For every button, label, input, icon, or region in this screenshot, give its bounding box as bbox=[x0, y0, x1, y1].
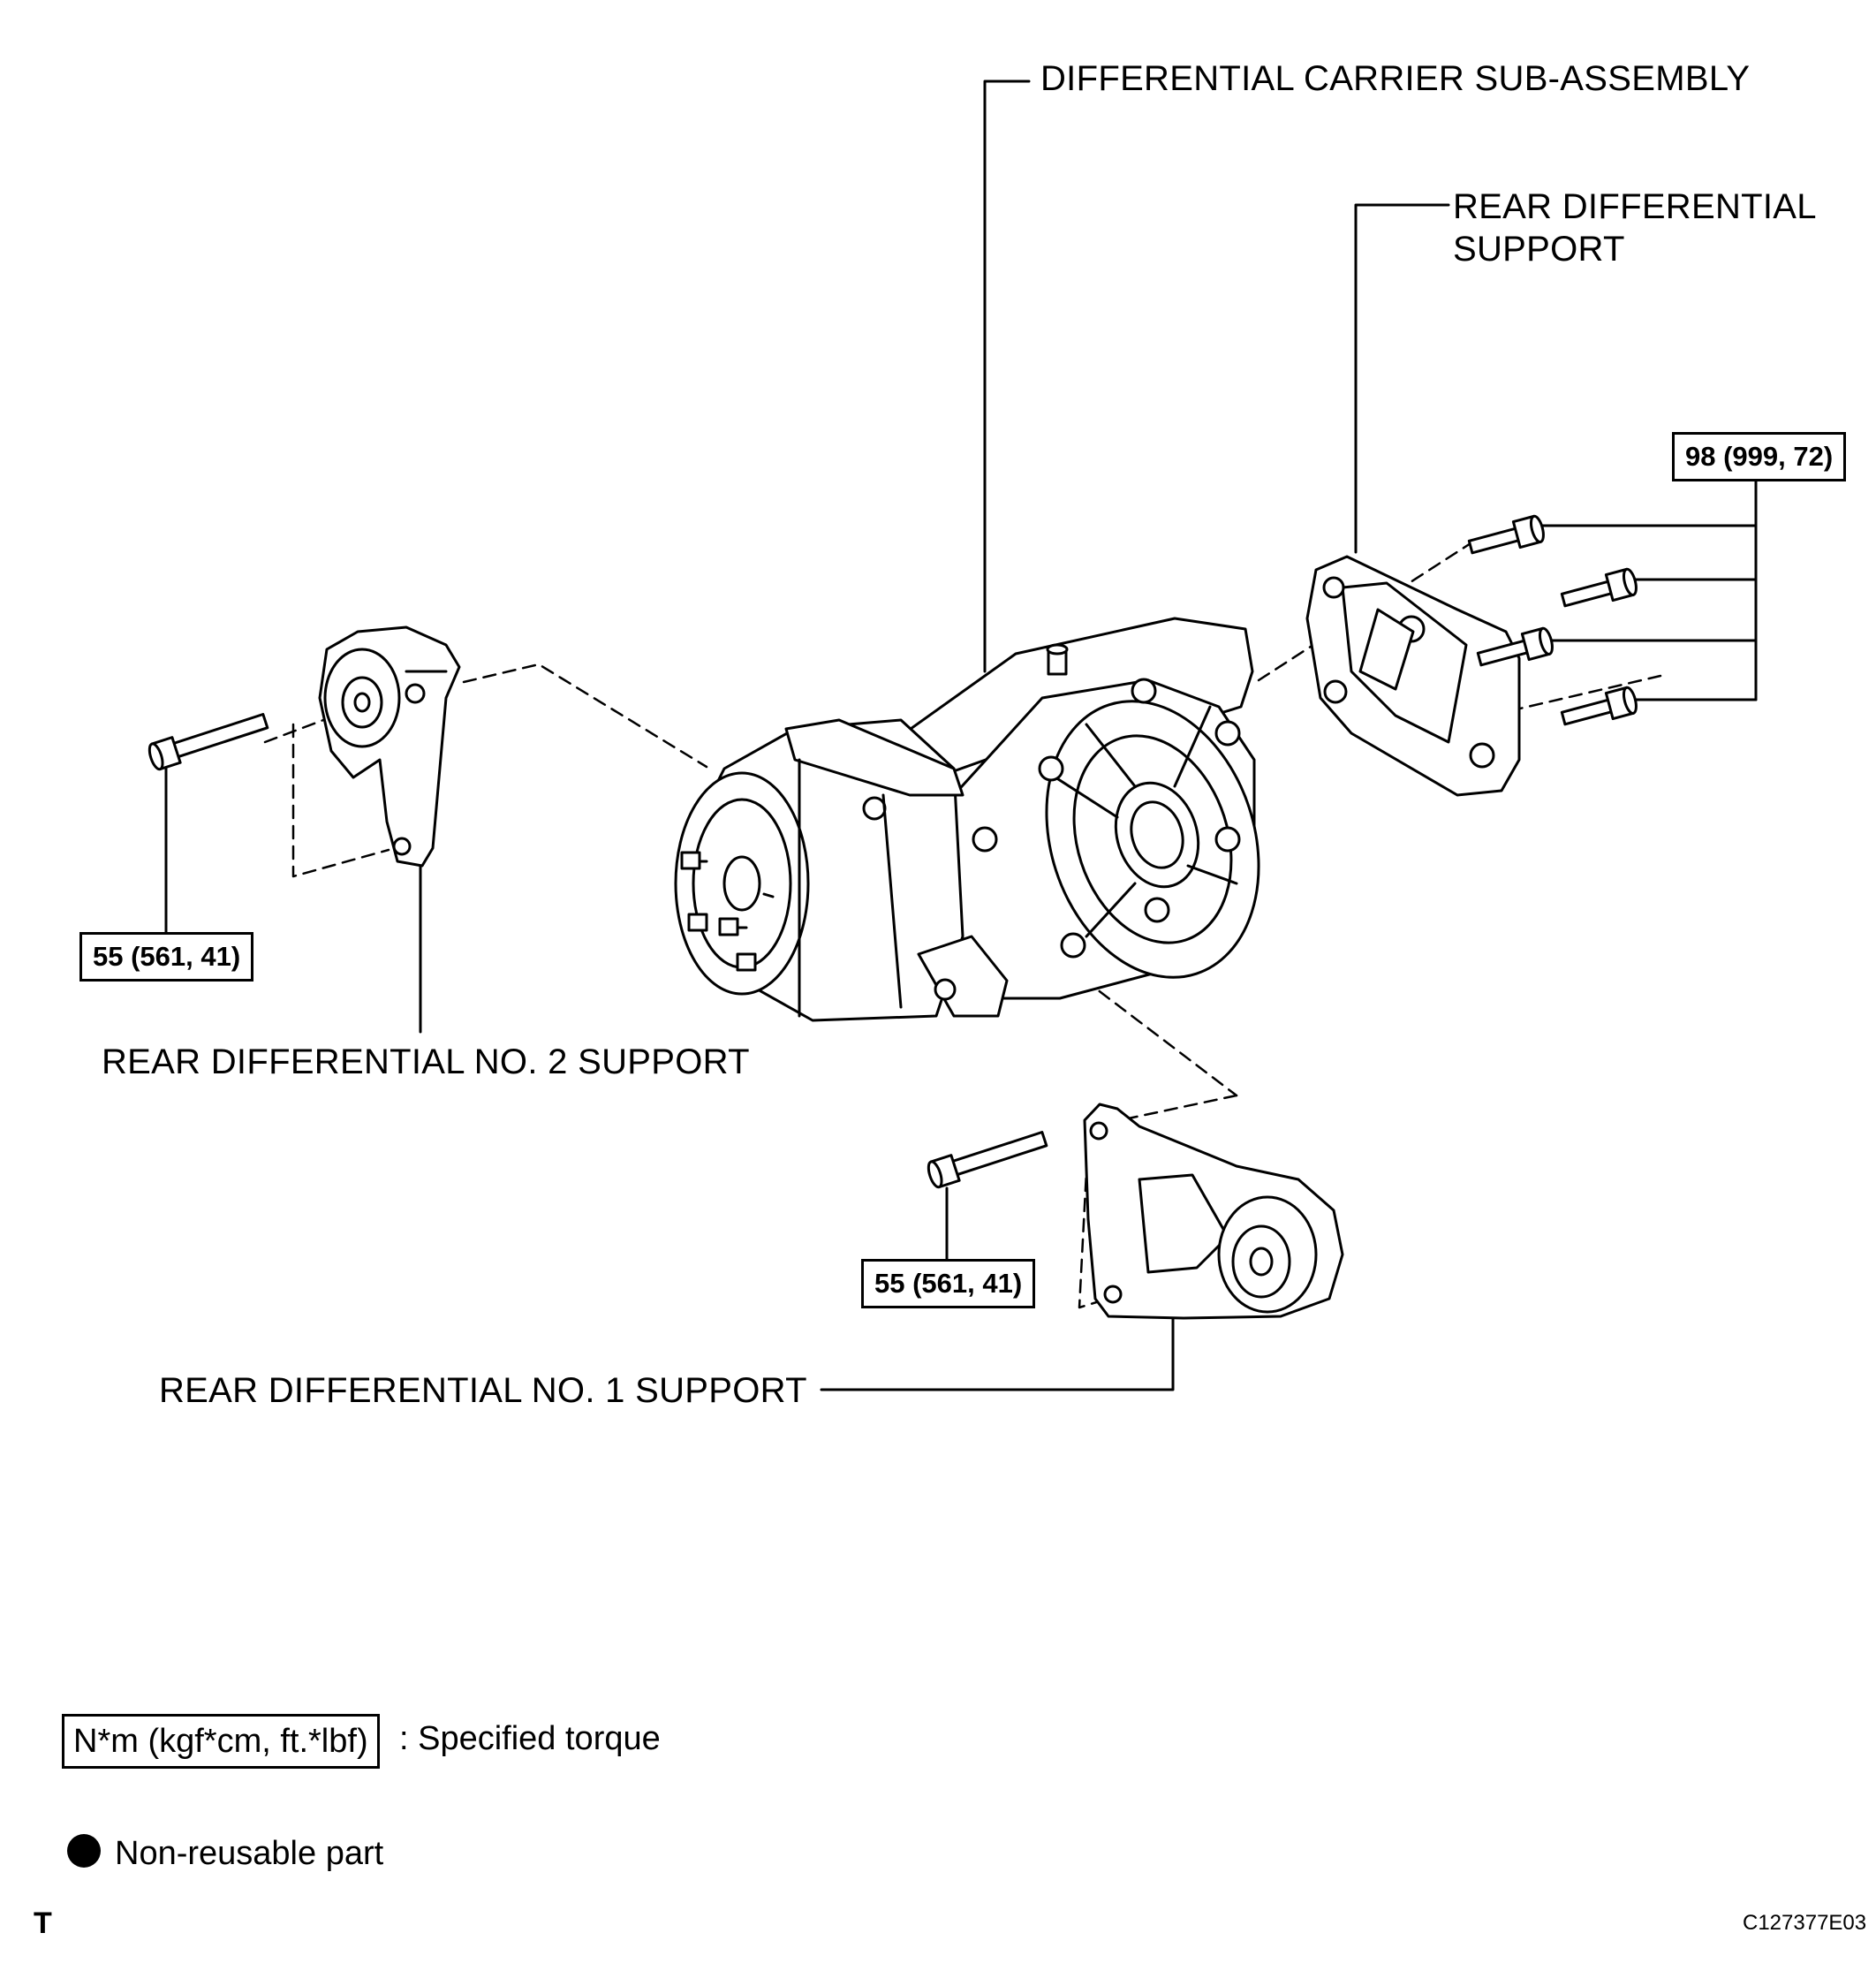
rear-differential-no1-support bbox=[1083, 1103, 1344, 1320]
torque-no2-support: 55 (561, 41) bbox=[79, 932, 254, 982]
rear-differential-support bbox=[1305, 555, 1521, 797]
torque-rear-support: 98 (999, 72) bbox=[1672, 432, 1847, 481]
no1-support-bolt bbox=[927, 1131, 1048, 1189]
label-differential-carrier: DIFFERENTIAL CARRIER SUB-ASSEMBLY bbox=[1040, 59, 1751, 98]
rear-support-bolts bbox=[1467, 514, 1638, 726]
differential-carrier bbox=[674, 617, 1260, 1022]
corner-letter: T bbox=[34, 1906, 52, 1940]
figure-id: C127377E03 bbox=[1743, 1911, 1867, 1935]
legend-non-reusable: Non-reusable part bbox=[115, 1835, 384, 1872]
legend-torque-desc: : Specified torque bbox=[399, 1720, 661, 1757]
no2-support-bolt bbox=[148, 713, 269, 771]
label-rear-support-line2: SUPPORT bbox=[1453, 230, 1625, 269]
torque-no1-support: 55 (561, 41) bbox=[861, 1259, 1036, 1308]
rear-differential-no2-support bbox=[318, 625, 461, 868]
non-reusable-dot-icon bbox=[67, 1834, 101, 1868]
label-no1-support: REAR DIFFERENTIAL NO. 1 SUPPORT bbox=[159, 1371, 807, 1410]
label-rear-support-line1: REAR DIFFERENTIAL bbox=[1453, 187, 1817, 226]
leader-lines bbox=[164, 80, 1758, 1391]
legend-torque-units: N*m (kgf*cm, ft.*lbf) bbox=[62, 1714, 380, 1769]
label-no2-support: REAR DIFFERENTIAL NO. 2 SUPPORT bbox=[102, 1042, 750, 1081]
